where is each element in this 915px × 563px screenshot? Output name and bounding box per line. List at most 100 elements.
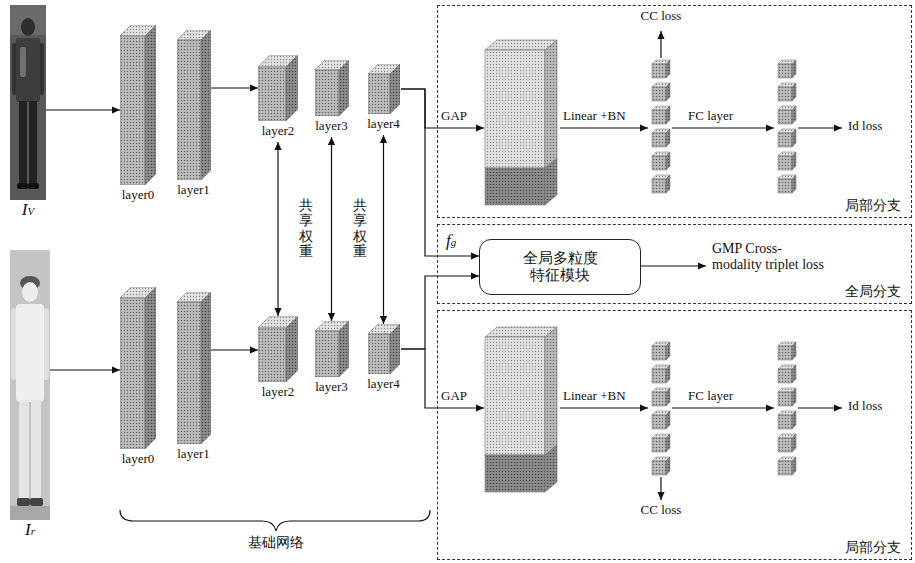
module-box: 全局多粒度特征模块 [479, 239, 641, 295]
branch-name: 全局分支 [845, 284, 901, 300]
slab-side [201, 30, 211, 180]
label-holder: GAP [441, 109, 467, 124]
fc-arrow [672, 127, 774, 128]
connector [277, 142, 278, 316]
layer-name: layer4 [367, 117, 399, 132]
loss-arrow [660, 477, 661, 500]
photo-ground [10, 506, 50, 520]
person-leg [31, 400, 41, 500]
slab-front [177, 302, 201, 444]
input-image: Ir [10, 250, 50, 543]
connector [401, 349, 437, 408]
person-torso [16, 38, 40, 102]
loss-label: CC loss [641, 503, 682, 518]
layer-block: layer1 [176, 30, 211, 201]
layer-block: layer0 [120, 25, 156, 206]
slab-side [201, 292, 211, 444]
label-holder: CC loss [641, 503, 682, 518]
slab-side [286, 55, 298, 121]
layer-shape [368, 324, 400, 374]
layer-shape [368, 64, 400, 114]
person-leg [19, 400, 29, 500]
connector [211, 349, 258, 350]
label-holder: CC loss [641, 9, 682, 24]
connector [46, 109, 120, 110]
feature-vector [652, 342, 670, 475]
layer-name: layer1 [177, 447, 209, 462]
operation-label: GAP [441, 389, 467, 404]
label-holder: GMP Cross-modality triplet loss [712, 241, 830, 273]
person-highlight [20, 47, 26, 77]
group-label: 基础网络 [248, 535, 304, 551]
slab-front [315, 70, 339, 116]
feature-symbol: fg [446, 231, 456, 251]
layer-shape [258, 55, 298, 121]
branch-name: 局部分支 [845, 540, 901, 556]
layer-block: layer3 [314, 321, 349, 398]
feature-map-block [485, 40, 557, 205]
layer-block: layer0 [120, 287, 156, 470]
layer-name: layer4 [367, 377, 399, 392]
label-holder: Id loss [848, 399, 882, 414]
connector [401, 276, 479, 349]
person-image [10, 250, 50, 520]
slab-front [368, 334, 390, 374]
slab-side [390, 64, 400, 114]
branch-region: 全局分支 全局多粒度特征模块 [437, 224, 912, 304]
layer-shape [315, 60, 349, 116]
slab-front [258, 67, 286, 121]
loss-arrow [640, 265, 706, 266]
input-image: IV [10, 5, 46, 223]
person-leg [29, 101, 37, 185]
loss-arrow [798, 127, 842, 128]
person-torso [16, 304, 44, 402]
layer-block: layer4 [366, 64, 401, 135]
slab-side [145, 287, 156, 449]
linear-arrow [560, 407, 648, 408]
label-holder: FC layer [688, 389, 733, 404]
connector [401, 89, 437, 128]
loss-arrow [660, 31, 661, 58]
layer-name: layer1 [177, 183, 209, 198]
slab-front [258, 328, 286, 382]
module-name: 全局多粒度特征模块 [520, 250, 600, 285]
layer-name: layer0 [122, 452, 154, 467]
image-symbol: IV [22, 200, 34, 220]
image-symbol: Ir [25, 520, 35, 540]
label-holder: Id loss [848, 119, 882, 134]
layer-shape [258, 316, 298, 382]
layer-name: layer3 [315, 380, 347, 395]
label-holder: FC layer [688, 109, 733, 124]
person-shoe [28, 183, 39, 189]
slab-side [145, 25, 156, 185]
slab-front [177, 40, 201, 180]
loss-arrow [798, 407, 842, 408]
gap-arrow [437, 407, 484, 408]
slab-front [120, 36, 145, 185]
operation-label: FC layer [688, 389, 733, 404]
slab-front [315, 331, 339, 377]
layer-shape [315, 321, 349, 377]
slab-front [120, 298, 145, 449]
label-holder: GAP [441, 389, 467, 404]
person-shoe [30, 498, 43, 506]
connector [211, 87, 258, 88]
operation-label: Linear +BN [563, 389, 626, 404]
person-head [21, 18, 35, 36]
slab-side [339, 321, 349, 377]
layer-shape [177, 30, 211, 180]
loss-label: Id loss [848, 399, 882, 414]
label-holder: 共享权重 [353, 198, 367, 260]
layer-name: layer3 [315, 119, 347, 134]
linear-arrow [560, 127, 648, 128]
label-holder: Linear +BN [563, 389, 626, 404]
connector [401, 89, 479, 256]
operation-label: FC layer [688, 109, 733, 124]
slab-front [368, 74, 390, 114]
layer-name: layer2 [262, 124, 294, 139]
feature-map-block [485, 327, 557, 492]
bracket [120, 510, 430, 531]
feature-vector [778, 60, 796, 193]
connector [331, 137, 332, 321]
